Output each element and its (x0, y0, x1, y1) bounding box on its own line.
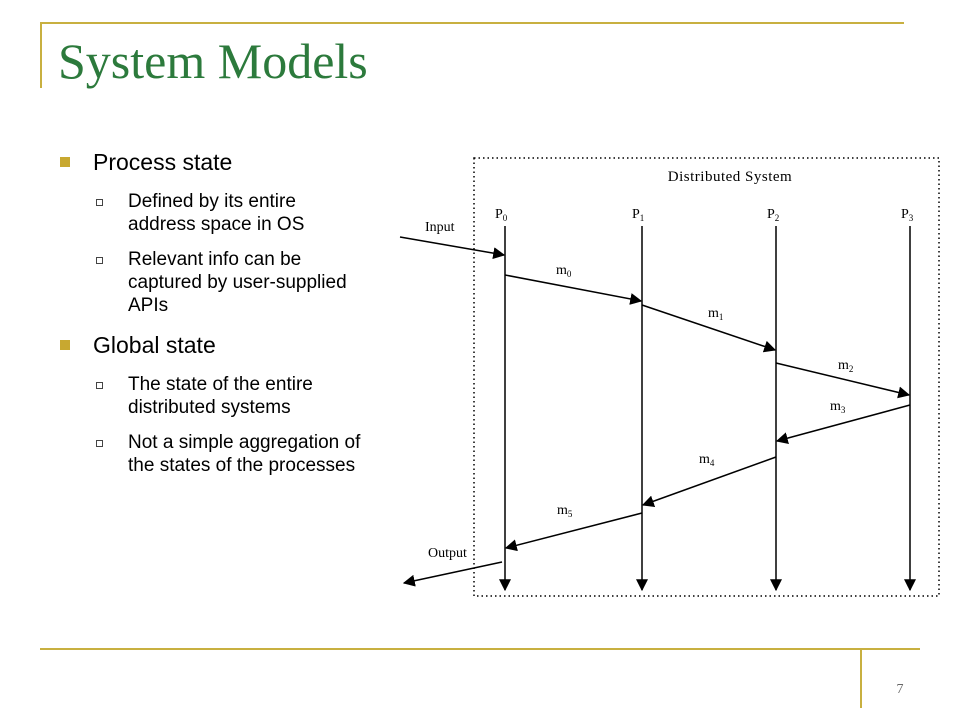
page-number: 7 (896, 682, 904, 697)
message-m5-arrow (504, 512, 643, 552)
left-rule (40, 22, 42, 88)
sub-bullet-line: distributed systems (128, 397, 291, 418)
message-m2-arrow (775, 362, 911, 399)
slide-title: System Models (58, 33, 368, 89)
input-label: Input (425, 220, 455, 235)
process-label-p0: P0 (495, 207, 508, 223)
sub-bullet: Not a simple aggregation of the states o… (60, 431, 460, 477)
message-m4-arrow (641, 456, 777, 507)
sub-bullet-line: address space in OS (128, 214, 305, 235)
output-arrow (402, 561, 503, 587)
message-label-m5: m5 (557, 503, 573, 519)
message-label-m1: m1 (708, 306, 723, 322)
process-label-p2: P2 (767, 207, 779, 223)
output-label: Output (428, 546, 467, 561)
sub-bullet: The state of the entire distributed syst… (60, 373, 460, 419)
bullet-global-state: Global state (60, 331, 460, 359)
bullet-list: Process state Defined by its entire addr… (60, 148, 460, 477)
sub-bullet-line: APIs (128, 295, 169, 316)
sub-bullet-line: Not a simple aggregation of (128, 432, 361, 453)
sub-bullet: Relevant info can be captured by user-su… (60, 248, 460, 317)
message-label-m2: m2 (838, 358, 853, 374)
process-label-p3: P3 (901, 207, 914, 223)
message-label-m4: m4 (699, 452, 715, 468)
message-m1-arrow (641, 304, 777, 353)
process-label-p1: P1 (632, 207, 644, 223)
message-m0-arrow (504, 274, 643, 305)
sub-bullet-line: captured by user-supplied (128, 272, 347, 293)
sub-bullet-line: Defined by its entire (128, 191, 296, 212)
system-boundary (473, 157, 940, 597)
sub-bullet-line: Relevant info can be (128, 249, 302, 270)
bottom-right-rule (860, 648, 862, 708)
message-label-m3: m3 (830, 399, 846, 415)
message-m3-arrow (775, 404, 911, 444)
bottom-rule (40, 648, 920, 650)
diagram-title: Distributed System (668, 169, 792, 185)
top-rule (40, 22, 904, 24)
sub-bullet-line: the states of the processes (128, 455, 356, 476)
sub-bullet-line: The state of the entire (128, 374, 313, 395)
bullet-process-state: Process state (60, 148, 460, 176)
input-arrow (399, 236, 506, 260)
message-label-m0: m0 (556, 263, 572, 279)
sub-bullet: Defined by its entire address space in O… (60, 190, 460, 236)
